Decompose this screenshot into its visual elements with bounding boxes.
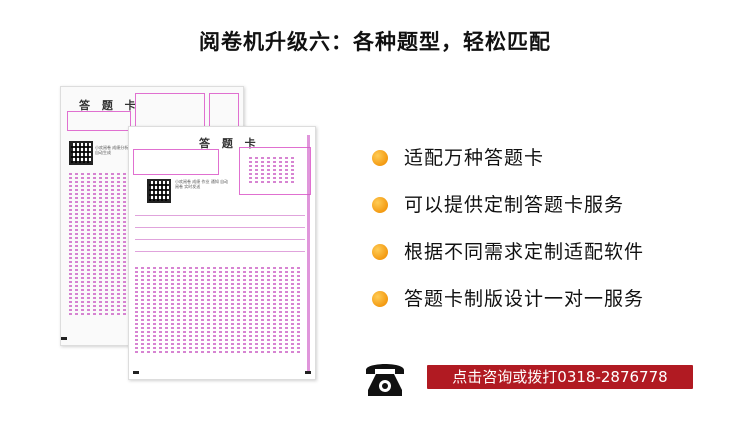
timing-mark xyxy=(61,337,67,340)
id-bubble-grid xyxy=(249,157,294,183)
timing-mark xyxy=(133,371,139,374)
fill-line xyxy=(135,227,305,228)
sheet-back-title: 答 题 卡 xyxy=(79,99,140,112)
fill-line xyxy=(135,251,305,252)
fill-line xyxy=(135,215,305,216)
sheet-back-qr-text: 小欢阅卷 成绩分析自动生成 xyxy=(95,145,129,155)
page-title: 阅卷机升级六：各种题型，轻松匹配 xyxy=(199,30,551,54)
orange-dot-icon xyxy=(372,291,388,307)
timing-mark xyxy=(305,371,311,374)
orange-dot-icon xyxy=(372,244,388,260)
answer-sheet-front-image: 答 题 卡 小欢阅卷 成绩 作业 通知 自动阅卷 实时发送 xyxy=(128,126,316,380)
call-consult-button[interactable]: 点击咨询或拨打0318-2876778 xyxy=(427,365,693,389)
orange-dot-icon xyxy=(372,150,388,166)
fill-line xyxy=(135,239,305,240)
sheet-front-info-box xyxy=(133,149,219,175)
feature-text: 答题卡制版设计一对一服务 xyxy=(404,288,645,310)
qr-code-icon xyxy=(69,141,93,165)
sheet-front-id-box xyxy=(239,147,311,195)
answer-bubble-grid xyxy=(135,267,300,353)
telephone-icon xyxy=(366,364,404,396)
orange-dot-icon xyxy=(372,197,388,213)
feature-text: 适配万种答题卡 xyxy=(404,147,545,169)
sheet-back-name-box xyxy=(67,111,131,131)
feature-text: 根据不同需求定制适配软件 xyxy=(404,241,645,263)
sheet-front-title: 答 题 卡 xyxy=(199,137,260,150)
feature-text: 可以提供定制答题卡服务 xyxy=(404,194,625,216)
sheet-edge-strip xyxy=(307,135,310,371)
sheet-front-qr-text: 小欢阅卷 成绩 作业 通知 自动阅卷 实时发送 xyxy=(175,179,229,189)
qr-code-icon xyxy=(147,179,171,203)
answer-bubble-grid xyxy=(69,173,126,315)
